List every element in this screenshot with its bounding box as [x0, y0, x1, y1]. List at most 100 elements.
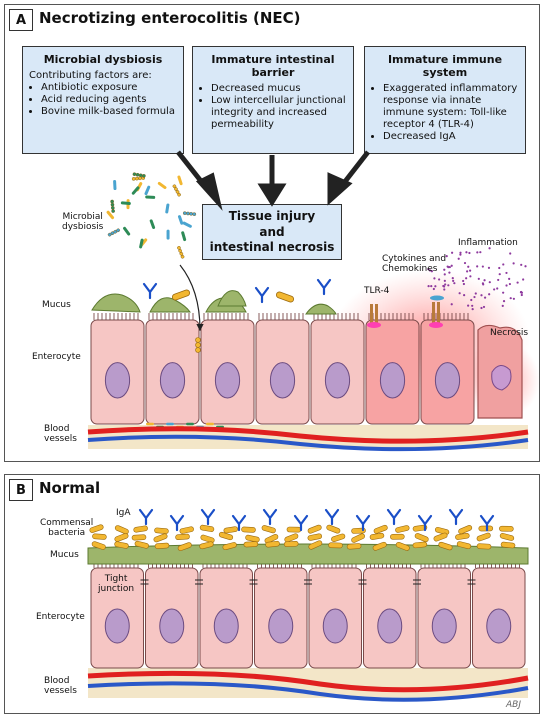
bacillus: [131, 186, 140, 195]
iga-a: [142, 278, 332, 304]
cytokine-dot: [476, 251, 479, 254]
cytokine-dot: [479, 251, 482, 254]
commensal-rod: [89, 524, 104, 533]
cytokine-dot: [471, 308, 474, 311]
commensal-rod: [199, 541, 214, 550]
commensal-rod: [346, 543, 362, 550]
iga-antibody: [386, 508, 402, 526]
cell-nucleus: [213, 608, 239, 644]
cytokine-dot: [445, 255, 448, 258]
enterocytes-a: [90, 313, 475, 425]
panel-b-title: Normal: [39, 479, 101, 497]
cytokine-dot: [480, 294, 483, 297]
vein-a: [87, 434, 529, 452]
necrotic-nucleus: [491, 365, 512, 391]
iga-antibody: [142, 282, 158, 300]
iga-antibody: [417, 514, 433, 532]
coccus: [189, 212, 193, 216]
cytokine-dot: [476, 265, 479, 268]
bacillus: [149, 219, 156, 229]
cytokine-dot: [502, 300, 506, 303]
cell-nucleus: [159, 608, 185, 644]
tight-junction-label: Tight junction: [98, 574, 135, 595]
panel-a-title: Necrotizing enterocolitis (NEC): [39, 9, 301, 27]
commensal-rod: [264, 534, 279, 544]
cytokine-dot: [512, 262, 515, 265]
cytokine-dot: [470, 298, 473, 302]
tissue-injury-box: Tissue injury and intestinal necrosis: [202, 204, 342, 260]
bacillus: [206, 422, 214, 426]
commensal-rod: [114, 541, 129, 549]
artery-b: [87, 670, 529, 693]
cytokine-dot: [457, 257, 460, 260]
enterocyte-label-a: Enterocyte: [32, 352, 81, 362]
coccus: [110, 202, 115, 207]
cytokine-dot: [482, 305, 486, 309]
commensal-rod: [154, 542, 170, 549]
box3-item: Exaggerated inflammatory response via in…: [383, 83, 519, 131]
cytokine-dot: [443, 273, 446, 276]
cytokine-dot: [459, 251, 462, 254]
bacillus: [145, 195, 156, 199]
coccus: [192, 212, 197, 216]
panel-a-letter: A: [9, 9, 33, 31]
cytokine-dot: [451, 277, 454, 280]
tlr4-label: TLR-4: [364, 286, 390, 296]
cytokine-dot: [462, 279, 465, 283]
iga-antibody: [293, 514, 309, 532]
coccus: [138, 176, 142, 181]
box3-title: Immature immune system: [387, 53, 503, 80]
cytokine-dot: [522, 278, 525, 281]
commensal-rod: [331, 533, 346, 542]
commensal-rod: [412, 524, 428, 532]
artery-a: [87, 426, 529, 444]
commensal-rod: [476, 543, 492, 550]
iga-antibody: [254, 286, 270, 304]
coccus: [180, 254, 185, 259]
iga-antibody: [324, 508, 340, 526]
commensal-rod: [265, 540, 280, 548]
coccus: [138, 173, 143, 178]
enterocytes-b: [90, 561, 526, 669]
cytokine-dot: [520, 293, 523, 297]
cytokine-dots: [427, 247, 527, 311]
arrow-right-head: [327, 172, 353, 206]
cytokine-dot: [427, 285, 430, 288]
commensal-rod: [328, 542, 343, 549]
cytokine-dot: [508, 277, 511, 280]
mucus-patches-a: [91, 290, 337, 315]
iga-antibody: [316, 278, 332, 296]
cytokine-dot: [450, 264, 453, 267]
box2-title: Immature intestinal barrier: [211, 53, 335, 80]
commensal-rod: [154, 527, 169, 534]
commensal-rod: [395, 541, 410, 551]
cytokine-dot: [488, 293, 491, 296]
cytokines-label: Cytokines and Chemokines: [382, 254, 447, 275]
blood-label-a: Blood vessels: [44, 424, 77, 445]
center-line-1: Tissue injury: [228, 209, 316, 223]
bacillus: [144, 185, 151, 196]
panel-b: B Normal: [4, 474, 540, 714]
cell-nucleus: [486, 608, 512, 644]
commensal-rod: [476, 532, 491, 542]
cytokine-dot: [466, 270, 469, 273]
commensal-rod: [395, 525, 410, 533]
bacillus: [186, 422, 194, 426]
commensal-bacteria-b: [89, 524, 516, 551]
tlr4-receptors: [367, 295, 444, 328]
commensal-rod: [245, 534, 260, 543]
commensal-rod: [390, 533, 405, 540]
convergence-arrows: [176, 150, 370, 211]
cytokine-dot: [459, 253, 462, 256]
artist-signature: ABJ: [506, 700, 521, 710]
cytokine-dot: [467, 304, 470, 307]
cytokine-dot: [493, 288, 496, 291]
commensal-rod: [92, 533, 107, 540]
necrosis-label: Necrosis: [490, 328, 529, 338]
cytokine-dot: [446, 265, 449, 268]
cytokine-dot: [498, 273, 501, 276]
cytokine-dot: [483, 296, 487, 299]
commensal-rod: [499, 525, 514, 532]
mucus-label-b: Mucus: [50, 550, 79, 560]
cytokine-dot: [462, 282, 465, 286]
